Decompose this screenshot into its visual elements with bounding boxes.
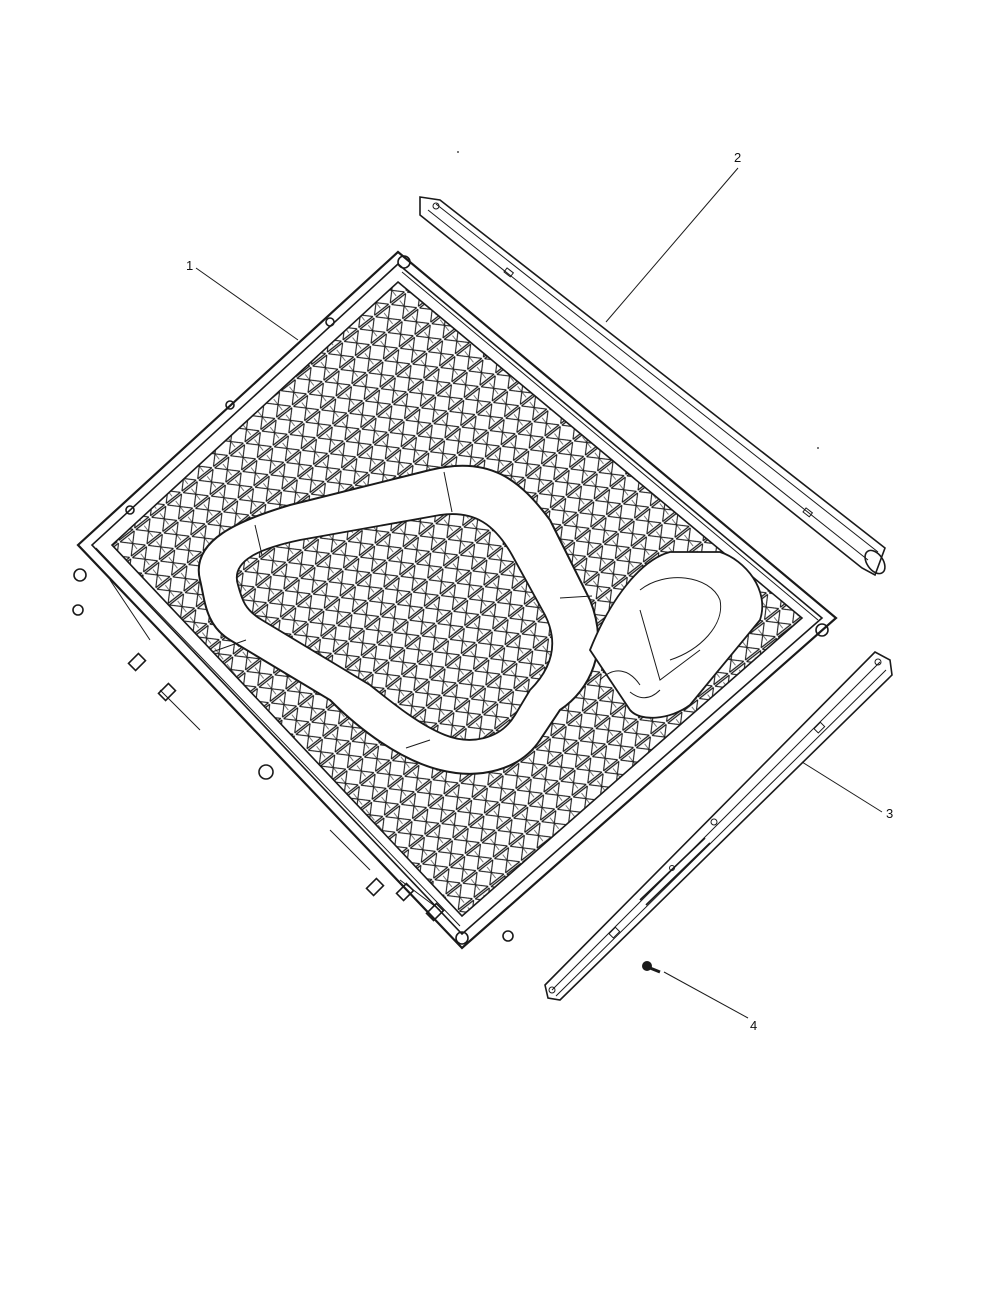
leader-line-4 — [663, 971, 749, 1019]
callout-3: 3 — [886, 806, 893, 821]
upper-rail-slot — [503, 267, 515, 278]
lower-rail-slot — [639, 837, 711, 906]
leader-line-2 — [605, 167, 739, 323]
frame-clip — [73, 568, 87, 582]
raised-ring-inner — [235, 513, 554, 741]
frame-clip — [127, 652, 147, 672]
leader-line-1 — [195, 267, 299, 341]
leader-lines — [195, 167, 883, 1019]
frame-clip — [365, 877, 385, 897]
frame-clips — [72, 255, 829, 945]
callout-2: 2 — [734, 150, 741, 165]
tank-floor-frame-inner-edge — [90, 262, 824, 936]
frame-rim-detail — [95, 271, 819, 927]
frame-clip — [425, 902, 445, 922]
lower-rail-hole — [548, 986, 556, 994]
lower-rail-tab — [813, 721, 826, 734]
upper-rail-slot — [802, 507, 814, 518]
raised-ring-seams — [211, 471, 593, 749]
frame-clip — [815, 623, 829, 637]
lower-rail-tab — [608, 926, 621, 939]
upper-side-rail-part — [419, 196, 886, 577]
frame-clip — [125, 505, 135, 515]
screw-shank — [649, 966, 661, 974]
callouts: 1 2 3 4 — [186, 150, 893, 1033]
leader-line-3 — [801, 761, 883, 813]
screw-part — [642, 961, 661, 974]
lower-rail-hole — [669, 865, 675, 871]
frame-clip — [157, 682, 177, 702]
frame-clip — [397, 255, 411, 269]
frame-clip — [455, 931, 469, 945]
tank-floor-part — [72, 250, 838, 950]
screw-head — [642, 961, 652, 971]
stray-mark — [817, 447, 819, 449]
lower-rail-body — [544, 651, 893, 1001]
frame-clip — [395, 882, 415, 902]
lower-side-rail-part — [544, 651, 893, 1001]
frame-clip — [225, 400, 235, 410]
frame-clip — [502, 930, 514, 942]
frame-clip — [258, 764, 274, 780]
tank-floor-outer-frame — [76, 250, 838, 950]
label-plate-sketch — [599, 577, 722, 699]
upper-rail-hole — [432, 202, 440, 210]
frame-clip — [325, 317, 335, 327]
upper-rail-end-cap — [864, 549, 886, 575]
lower-rail-flange — [551, 661, 887, 997]
upper-rail-flange — [427, 203, 879, 561]
frame-clip — [72, 604, 84, 616]
callout-4: 4 — [750, 1018, 757, 1033]
lower-rail-hole — [874, 658, 882, 666]
lower-rail-hole — [710, 818, 718, 826]
energy-label-icon — [588, 551, 763, 719]
callout-1: 1 — [186, 258, 193, 273]
stray-mark — [457, 151, 459, 153]
